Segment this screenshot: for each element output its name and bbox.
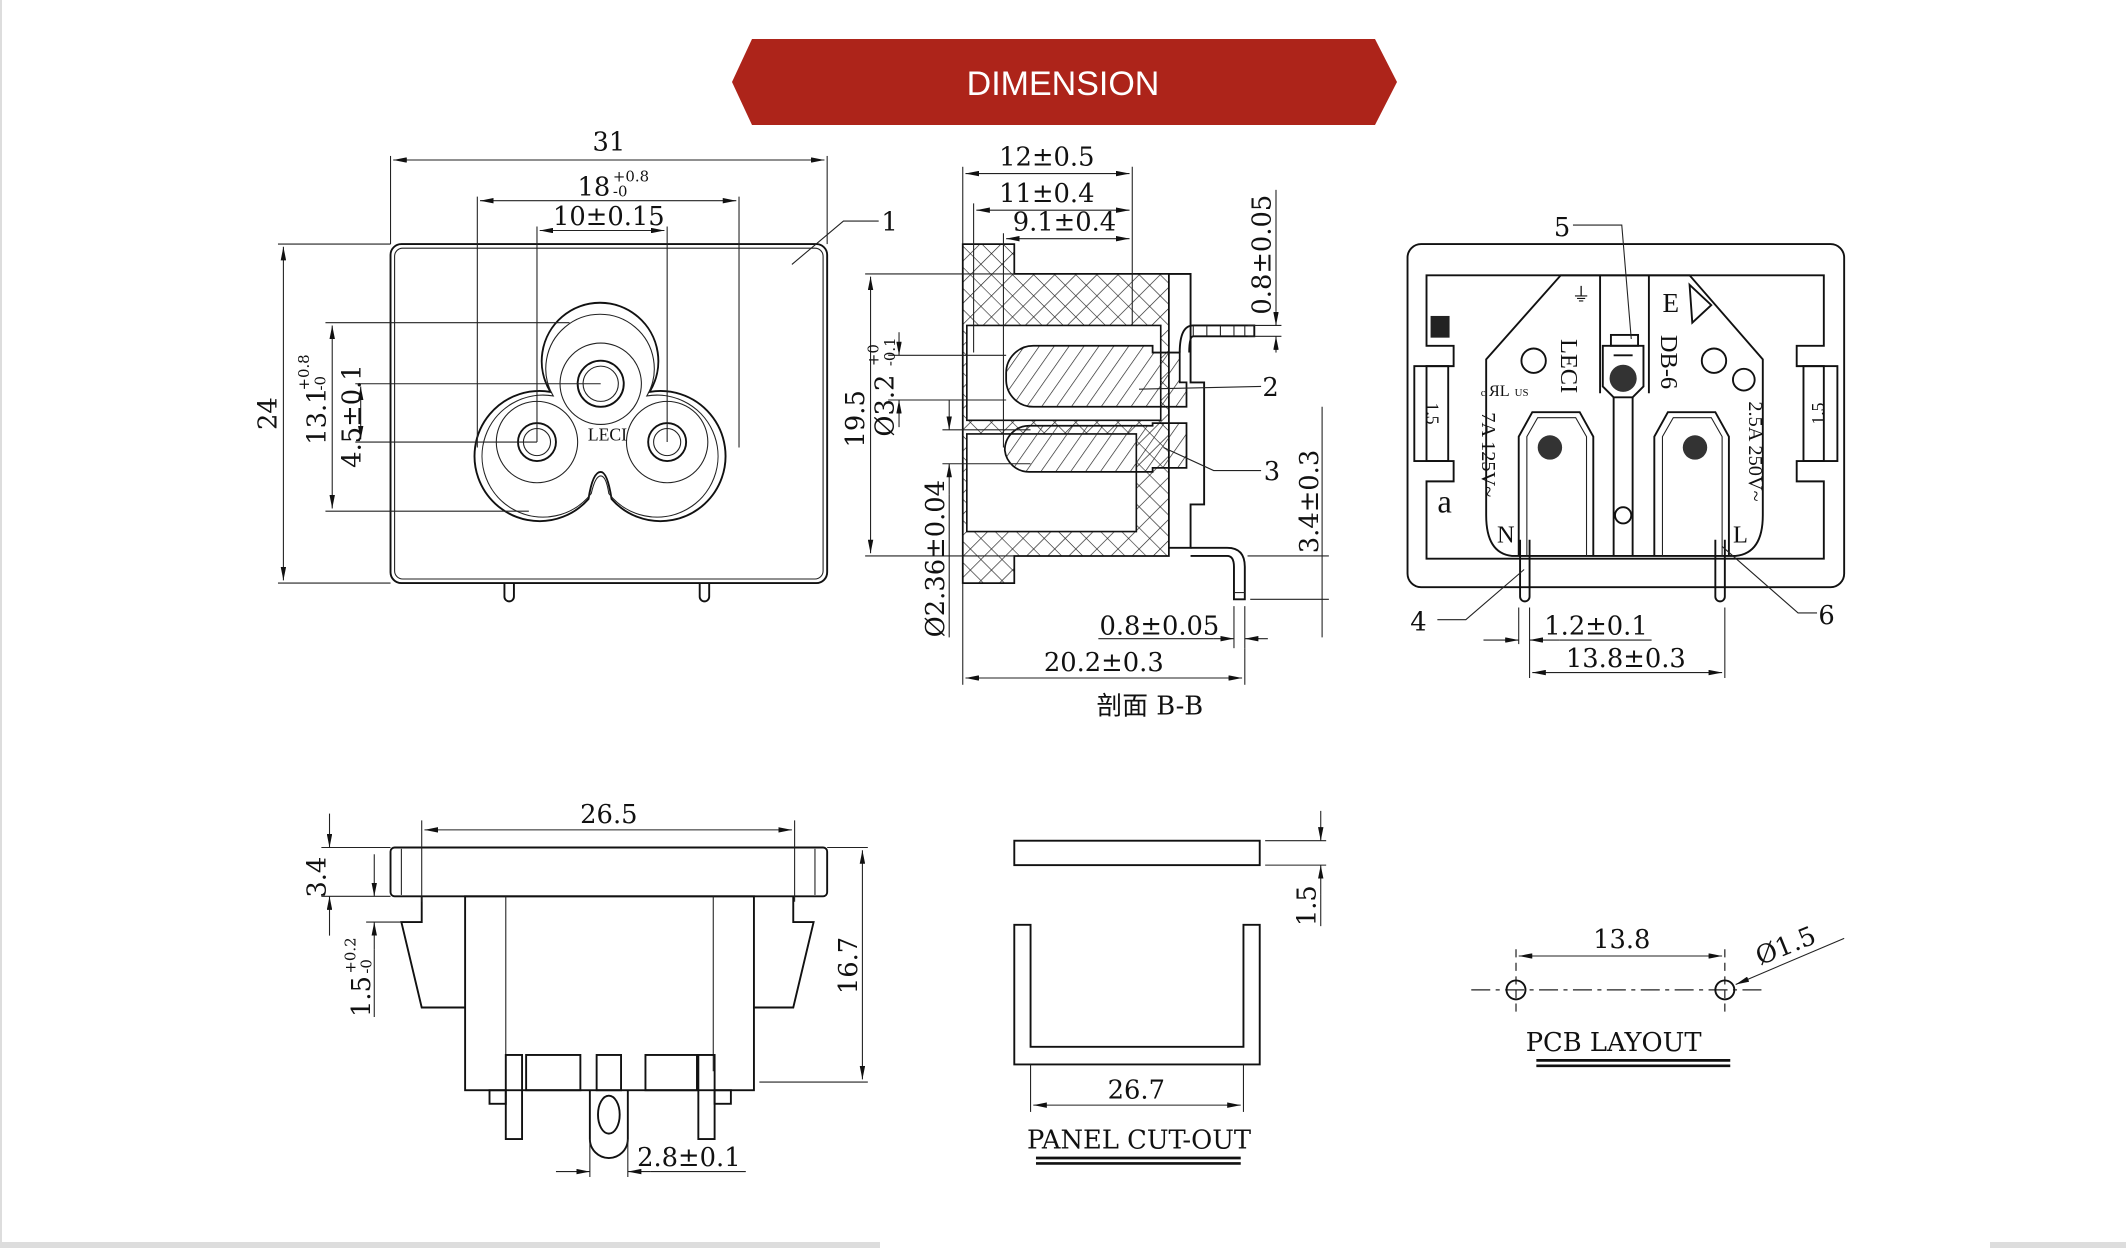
dim-rear-pin-pitch: 13.8±0.3: [1566, 644, 1686, 674]
dim-socket-height-tol-minus: -0: [311, 376, 329, 391]
rear-letter-a: a: [1437, 485, 1451, 521]
ul-mark-icon: ЯL: [1489, 382, 1510, 400]
vde-mark-icon: [1688, 282, 1713, 325]
dim-cutout-thickness: 1.5: [1292, 885, 1322, 926]
banner-title: DIMENSION: [967, 65, 1160, 103]
rear-housing: [1406, 243, 1846, 589]
section-pin-upper: [1005, 344, 1188, 408]
bottom-pin-right: [697, 1054, 716, 1140]
kc-mark-icon: [1430, 315, 1450, 338]
panel-cutout: 1.5 26.7 PANEL CUT-OUT: [1013, 810, 1327, 1165]
dim-outer-pitch-tol-plus: +0.8: [613, 168, 649, 186]
pcb-layout-caption: PCB LAYOUT: [1526, 1028, 1702, 1058]
dim-total-depth: 20.2±0.3: [1044, 648, 1164, 678]
callout-6: 6: [1818, 601, 1834, 631]
dim-depth-11: 11±0.4: [999, 179, 1094, 209]
dim-depth-9: 9.1±0.4: [1013, 208, 1116, 238]
rating-right: 2.5A 250V~: [1744, 401, 1766, 501]
cutout-slot: [1013, 839, 1261, 867]
socket-clover: LECI: [473, 301, 727, 523]
ccc-mark-icon: [1732, 367, 1756, 392]
dim-clip-gap: 1.5: [347, 976, 377, 1017]
pcb-layout: 13.8 Ø1.5 PCB LAYOUT: [1471, 921, 1845, 1068]
ul-c-mark: c: [1481, 387, 1486, 399]
dim-pin-offset: 4.5±0.1: [338, 364, 368, 467]
dim-socket-height-tol-plus: +0.8: [295, 354, 313, 390]
dim-pin-height: 3.4±0.3: [1295, 450, 1325, 553]
front-housing-outer: [389, 243, 829, 585]
dim-pin-dia: Ø2.36±0.04: [921, 480, 951, 637]
cutout-u-shape: [1013, 923, 1261, 1066]
bottom-flange: [389, 846, 829, 898]
dim-width-31: 31: [592, 128, 625, 158]
bottom-pin-left: [504, 1054, 524, 1140]
dim-clip-gap-tol-plus: +0.2: [341, 937, 359, 973]
callout-2: 2: [1262, 373, 1278, 403]
rating-left: 7A 125V~: [1477, 412, 1499, 497]
pcb-hole-left: [1505, 979, 1527, 1001]
ul-us-mark: US: [1515, 387, 1529, 399]
dim-depth-12: 12±0.5: [999, 142, 1094, 172]
live-letter: L: [1733, 521, 1748, 548]
rear-pin-n: [1519, 539, 1531, 603]
dim-clip-gap-tol-minus: -0: [358, 959, 376, 974]
dim-body-height: 19.5: [841, 390, 871, 447]
dim-height-24: 24: [254, 397, 284, 430]
side-mark-right: 1.5: [1808, 402, 1828, 424]
dim-pcb-pitch: 13.8: [1593, 925, 1650, 955]
dim-cutout-width: 26.7: [1108, 1075, 1165, 1105]
rear-pin-l: [1714, 539, 1726, 603]
section-caption: 剖面 B-B: [1097, 692, 1204, 722]
dim-outer-pitch: 18: [578, 172, 611, 202]
pcb-hole-right: [1714, 979, 1736, 1001]
callout-4: 4: [1410, 608, 1426, 638]
callout-3: 3: [1264, 457, 1280, 487]
front-view: LECI 31 18 +0.8 -0 10±0.15 24: [254, 128, 898, 603]
neutral-letter: N: [1497, 521, 1515, 548]
dim-pin-thickness-top: 0.8±0.05: [1248, 195, 1278, 315]
front-housing-inner: [394, 247, 824, 580]
earth-rivet: [1609, 364, 1637, 392]
dim-flange-thickness: 3.4: [302, 857, 332, 898]
dim-pin-thickness-bottom: 0.8±0.05: [1099, 612, 1219, 642]
dim-hole-dia-tol-minus: -0.1: [881, 337, 899, 366]
callout-1: 1: [881, 208, 897, 238]
dimension-banner: DIMENSION: [732, 39, 1397, 125]
dim-hole-dia: Ø3.2: [871, 375, 901, 437]
earth-symbol-icon: ⏚: [1572, 285, 1591, 306]
section-view: 12±0.5 11±0.4 9.1±0.4 0.8±0.05 2 3 19.5: [841, 142, 1329, 722]
front-pin-right: [698, 583, 711, 603]
dim-pcb-hole-dia: Ø1.5: [1751, 921, 1820, 972]
earth-lug: [588, 1090, 629, 1159]
section-pin-lower: [1003, 422, 1188, 473]
dim-socket-height: 13.1: [302, 387, 332, 444]
bottom-body: [464, 895, 755, 1092]
side-mark-left: 1.5: [1423, 403, 1443, 425]
dim-overall-height: 16.7: [834, 937, 864, 994]
dim-rear-pin-width: 1.2±0.1: [1544, 612, 1647, 642]
rear-brand-mark: LECI: [1555, 339, 1582, 393]
rear-model-mark: DB-6: [1655, 335, 1682, 389]
callout-5: 5: [1554, 213, 1570, 243]
front-brand-mark: LECI: [588, 425, 627, 445]
banner-shape: [732, 39, 1397, 125]
earth-letter: E: [1662, 288, 1679, 318]
neutral-rivet: [1537, 435, 1563, 460]
live-rivet: [1682, 435, 1708, 460]
rear-view: 1.5 1.5: [1406, 213, 1846, 679]
front-pin-left: [503, 583, 515, 603]
dim-flange-width: 26.5: [580, 800, 637, 830]
dim-lug-width: 2.8±0.1: [637, 1143, 740, 1173]
panel-cutout-caption: PANEL CUT-OUT: [1027, 1126, 1251, 1156]
dim-pin-pitch: 10±0.15: [553, 202, 665, 232]
dim-hole-dia-tol-plus: +0: [865, 344, 883, 366]
bottom-view: 26.5 3.4 1.5 +0.2 -0 16.7 2.8±0.1: [302, 800, 868, 1178]
dim-outer-pitch-tol-minus: -0: [613, 183, 628, 201]
rear-insert: [1485, 274, 1764, 557]
